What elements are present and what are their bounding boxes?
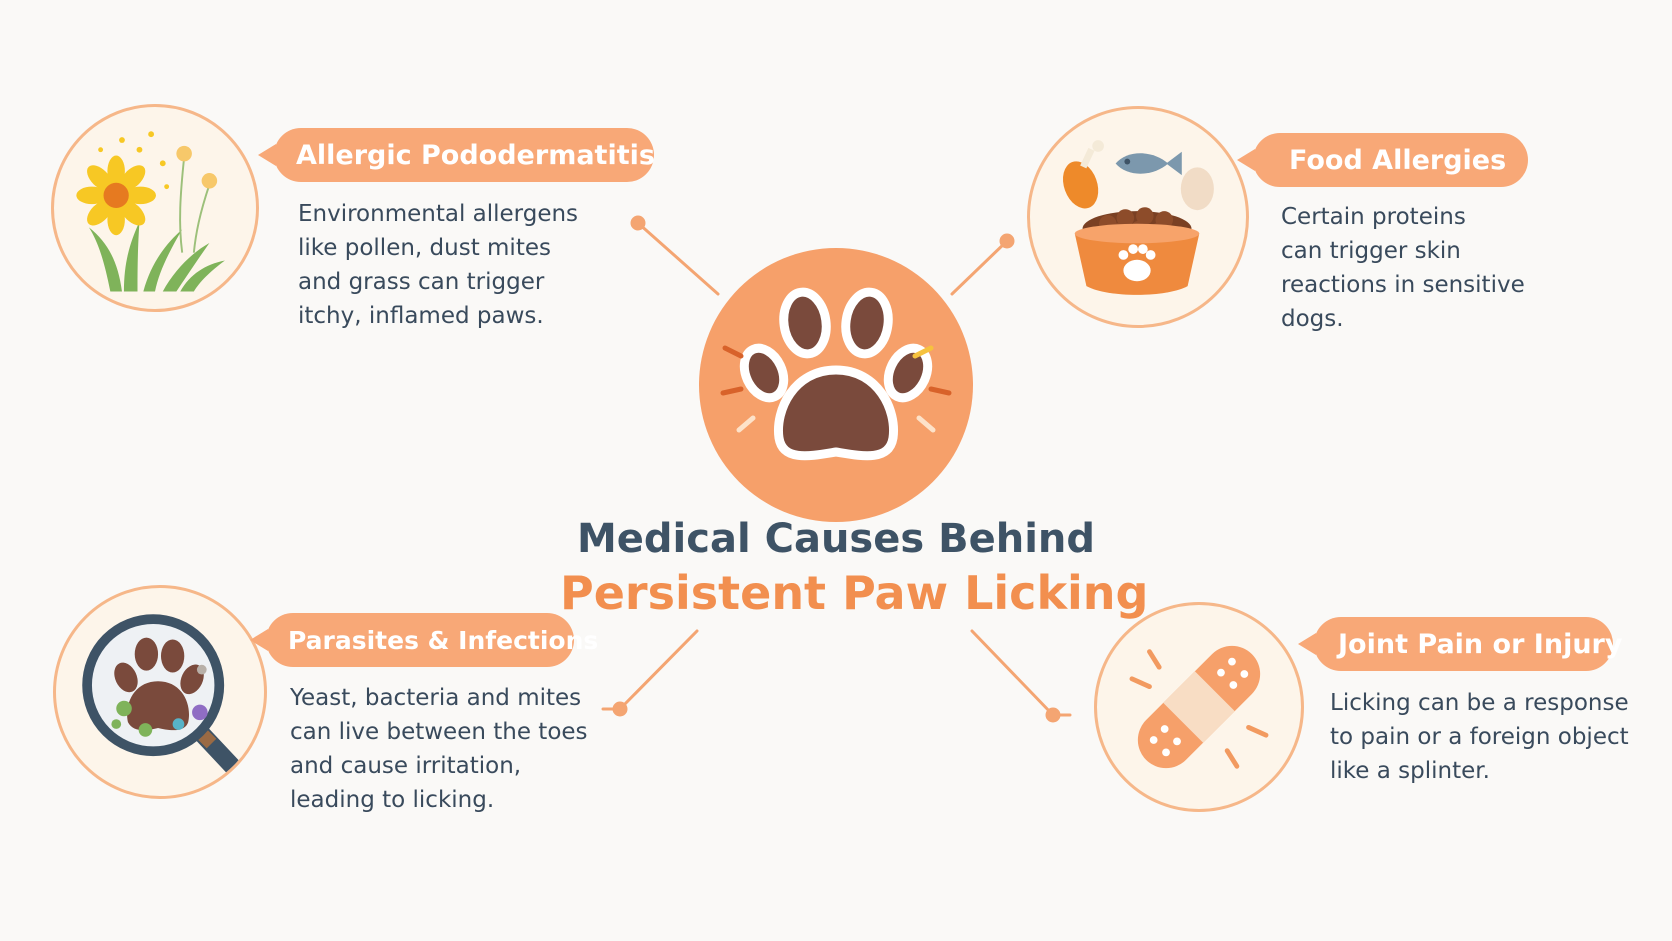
food-description-line: can trigger skin [1281, 238, 1461, 264]
parasites-heading-pill: Parasites & Infections [250, 613, 598, 667]
food-description-line: reactions in sensitive [1281, 272, 1525, 298]
food-heading: Food Allergies [1289, 144, 1507, 176]
connector-dot-bottom-left [612, 701, 628, 717]
parasites-description-line: and cause irritation, [290, 753, 522, 779]
parasites-description: Yeast, bacteria and mites can live betwe… [290, 681, 610, 817]
injury-heading: Joint Pain or Injury [1338, 628, 1623, 660]
allergy-description-line: Environmental allergens [298, 201, 579, 227]
injury-description-line: like a splinter. [1330, 758, 1490, 784]
allergy-description-line: like pollen, dust mites [298, 235, 551, 261]
connector-top-right [950, 239, 1009, 296]
parasites-icon-circle [53, 585, 267, 799]
injury-description: Licking can be a response to pain or a f… [1330, 686, 1660, 788]
allergy-icon-circle [51, 104, 259, 312]
title-line-1: Medical Causes Behind [576, 516, 1096, 562]
parasites-heading: Parasites & Infections [288, 625, 599, 655]
food-description-line: Certain proteins [1281, 204, 1466, 230]
allergy-description: Environmental allergens like pollen, dus… [298, 197, 638, 333]
injury-description-line: Licking can be a response [1330, 690, 1629, 716]
injury-icon-circle [1094, 602, 1304, 812]
food-heading-pill: Food Allergies [1237, 133, 1528, 187]
connector-bottom-left [618, 629, 699, 711]
allergy-description-line: and grass can trigger [298, 269, 545, 295]
allergy-heading: Allergic Pododermatitis [296, 139, 655, 171]
connector-bottom-right [970, 629, 1055, 717]
connector-dot-top-right [999, 233, 1015, 249]
title-line-2: Persistent Paw Licking [560, 566, 1149, 620]
injury-heading-pill: Joint Pain or Injury [1298, 617, 1622, 671]
parasites-description-line: Yeast, bacteria and mites [290, 685, 582, 711]
allergy-description-line: itchy, inflamed paws. [298, 303, 544, 329]
connector-dot-top-left [630, 215, 646, 231]
connector-dot-bottom-right [1045, 707, 1061, 723]
parasites-description-line: can live between the toes [290, 719, 588, 745]
allergy-heading-pill: Allergic Pododermatitis [258, 128, 655, 182]
connector-top-left [636, 221, 720, 296]
magnifier-germs-icon [82, 614, 242, 776]
food-icon-circle [1027, 106, 1249, 328]
food-bowl-icon [1062, 140, 1214, 295]
paw-icon [720, 287, 952, 461]
food-description: Certain proteins can trigger skin reacti… [1281, 200, 1581, 336]
food-description-line: dogs. [1281, 306, 1344, 332]
bandage-icon [1129, 645, 1269, 769]
injury-description-line: to pain or a foreign object [1330, 724, 1629, 750]
center-paw-circle [699, 248, 973, 522]
parasites-description-line: leading to licking. [290, 787, 495, 813]
flower-grass-icon [76, 131, 225, 292]
